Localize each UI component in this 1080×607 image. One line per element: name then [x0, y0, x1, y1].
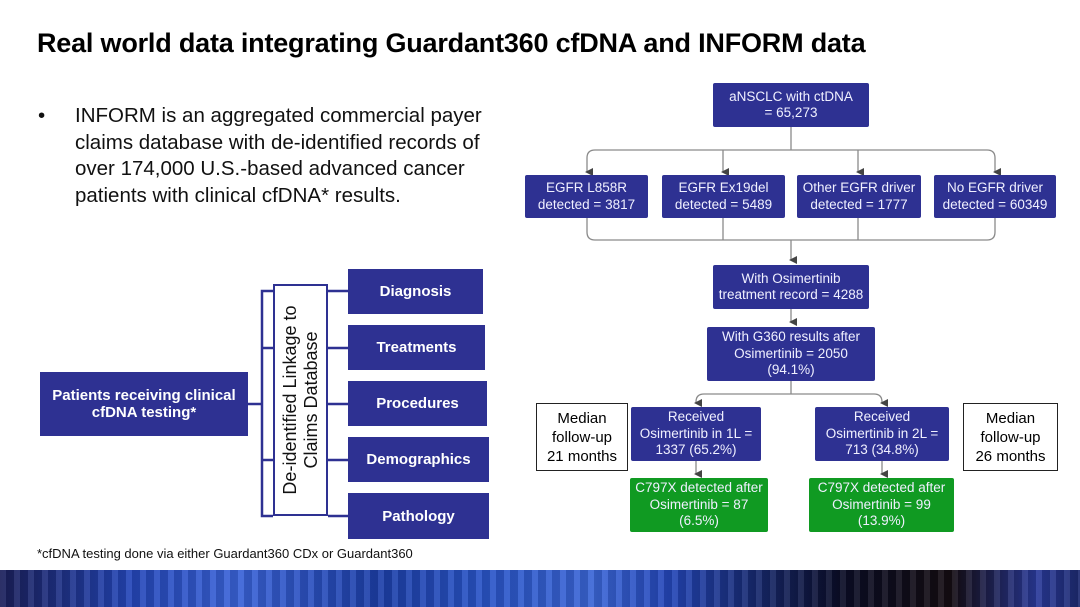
output-label: Pathology — [382, 507, 455, 525]
source-box: Patients receiving clinical cfDNA testin… — [40, 372, 248, 436]
flow-root-box: aNSCLC with ctDNA = 65,273 — [713, 83, 869, 127]
flow-1l-box: Received Osimertinib in 1L = 1337 (65.2%… — [631, 407, 761, 461]
output-label: Diagnosis — [379, 283, 452, 300]
footer-banner-texture — [0, 570, 1080, 607]
connector-branch-bus — [695, 393, 883, 403]
connector-level1-bus — [586, 149, 996, 159]
flow-g360-label: With G360 results after Osimertinib = 20… — [721, 329, 861, 378]
flow-no-egfr-box: No EGFR driver detected = 60349 — [934, 175, 1056, 218]
followup-2l-label: Median follow-up 26 months — [975, 409, 1046, 465]
linkage-box: De-identified Linkage to Claims Database — [273, 284, 328, 516]
flow-g360-box: With G360 results after Osimertinib = 20… — [707, 327, 875, 381]
flow-l858r-box: EGFR L858R detected = 3817 — [525, 175, 648, 218]
flow-osimertinib-label: With Osimertinib treatment record = 4288 — [718, 270, 864, 303]
slide-title: Real world data integrating Guardant360 … — [37, 28, 866, 58]
source-label: Patients receiving clinical cfDNA testin… — [52, 387, 236, 421]
flow-level1-label: Other EGFR driver detected = 1777 — [802, 180, 916, 212]
link-left-bracket — [260, 289, 273, 518]
flow-c797x-1l-label: C797X detected after Osimertinib = 87 (6… — [635, 480, 763, 529]
flow-level1-label: EGFR L858R detected = 3817 — [537, 180, 636, 212]
followup-1l-box: Median follow-up 21 months — [536, 403, 628, 471]
flow-1l-label: Received Osimertinib in 1L = 1337 (65.2%… — [639, 409, 753, 458]
flow-ex19del-box: EGFR Ex19del detected = 5489 — [662, 175, 785, 218]
connector-level1-merge — [586, 218, 996, 241]
output-label: Demographics — [366, 451, 471, 468]
flow-c797x-2l-box: C797X detected after Osimertinib = 99 (1… — [809, 478, 954, 532]
flow-2l-label: Received Osimertinib in 2L = 713 (34.8%) — [825, 409, 939, 458]
output-box-demographics: Demographics — [348, 437, 489, 482]
bullet-text: INFORM is an aggregated commercial payer… — [75, 104, 482, 207]
flow-c797x-1l-box: C797X detected after Osimertinib = 87 (6… — [630, 478, 768, 532]
flow-other-egfr-box: Other EGFR driver detected = 1777 — [797, 175, 921, 218]
footer-banner-image — [0, 570, 1080, 607]
bullet-marker: • — [38, 104, 46, 127]
flow-level1-label: EGFR Ex19del detected = 5489 — [674, 180, 773, 212]
flow-2l-box: Received Osimertinib in 2L = 713 (34.8%) — [815, 407, 949, 461]
output-label: Procedures — [376, 395, 459, 412]
followup-2l-box: Median follow-up 26 months — [963, 403, 1058, 471]
followup-1l-label: Median follow-up 21 months — [546, 409, 618, 465]
output-box-diagnosis: Diagnosis — [348, 269, 483, 314]
footnote: *cfDNA testing done via either Guardant3… — [37, 546, 413, 561]
output-box-treatments: Treatments — [348, 325, 485, 370]
output-box-procedures: Procedures — [348, 381, 487, 426]
linkage-label: De-identified Linkage to Claims Database — [279, 305, 321, 495]
flow-osimertinib-box: With Osimertinib treatment record = 4288 — [713, 265, 869, 309]
flow-level1-label: No EGFR driver detected = 60349 — [942, 180, 1048, 212]
output-box-pathology: Pathology — [348, 493, 489, 539]
output-label: Treatments — [376, 339, 457, 356]
flow-root-label: aNSCLC with ctDNA = 65,273 — [729, 88, 853, 121]
flow-c797x-2l-label: C797X detected after Osimertinib = 99 (1… — [817, 480, 946, 529]
